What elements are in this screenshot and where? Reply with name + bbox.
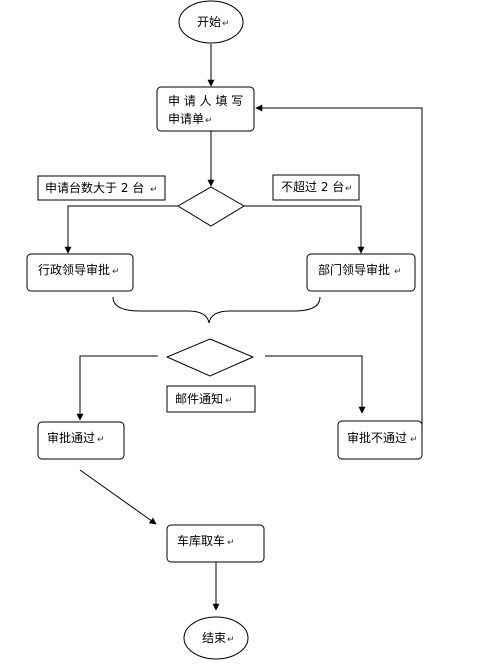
approved-label: 审批通过 — [47, 430, 95, 445]
decision-diamond-approval — [165, 338, 255, 377]
arrow-rejected-to-form — [255, 104, 423, 438]
paragraph-mark: ↵ — [97, 435, 105, 445]
rejected-node: 审批不通过 ↵ — [337, 420, 423, 460]
paragraph-mark: ↵ — [410, 435, 418, 445]
garage-pickup-label: 车库取车 — [177, 533, 225, 548]
paragraph-mark: ↵ — [345, 184, 353, 194]
dept-approval-node: 部门领导审批 ↵ — [306, 253, 416, 292]
arrow-decision-to-approved — [76, 355, 158, 421]
label-not-exceed-2: 不超过 2 台 — [281, 179, 344, 194]
arrow-approved-to-garage — [79, 469, 157, 525]
paragraph-mark: ↵ — [222, 19, 230, 29]
arrow-decision-to-rejected — [265, 355, 366, 414]
email-notice-label: 邮件通知 — [175, 392, 223, 406]
paragraph-mark: ↵ — [227, 635, 235, 645]
paragraph-mark: ↵ — [112, 267, 120, 277]
label-more-than-2-node: 申请台数大于 2 台 ↵ — [37, 175, 166, 201]
arrow-decision-to-admin — [64, 205, 178, 254]
dept-approval-label: 部门领导审批 — [318, 262, 390, 277]
label-more-than-2: 申请台数大于 2 台 — [45, 180, 144, 195]
arrow-decision-to-dept — [244, 205, 365, 254]
fill-form-label-line1: 申 请 人 填 写 — [168, 94, 243, 108]
end-node: 结束 ↵ — [183, 616, 249, 660]
start-label: 开始 — [197, 15, 221, 29]
approved-node: 审批通过 ↵ — [37, 421, 125, 460]
fill-form-label-line2: 申请单 — [168, 112, 204, 126]
paragraph-mark: ↵ — [225, 396, 233, 406]
email-notice-node: 邮件通知 ↵ — [166, 385, 256, 413]
paragraph-mark: ↵ — [227, 538, 235, 548]
label-not-exceed-2-node: 不超过 2 台 ↵ — [272, 174, 360, 201]
rejected-label: 审批不通过 — [347, 430, 407, 445]
decision-diamond-quantity — [177, 186, 245, 227]
paragraph-mark: ↵ — [394, 267, 402, 277]
paragraph-mark: ↵ — [205, 116, 213, 126]
merge-brace — [112, 296, 321, 324]
admin-approval-node: 行政领导审批 ↵ — [26, 253, 134, 292]
garage-pickup-node: 车库取车 ↵ — [166, 524, 265, 563]
fill-form-node: 申 请 人 填 写 申请单 ↵ — [156, 86, 255, 132]
paragraph-mark: ↵ — [150, 185, 158, 195]
start-node: 开始 ↵ — [178, 0, 244, 44]
end-label: 结束 — [202, 631, 226, 645]
admin-approval-label: 行政领导审批 — [38, 262, 110, 277]
